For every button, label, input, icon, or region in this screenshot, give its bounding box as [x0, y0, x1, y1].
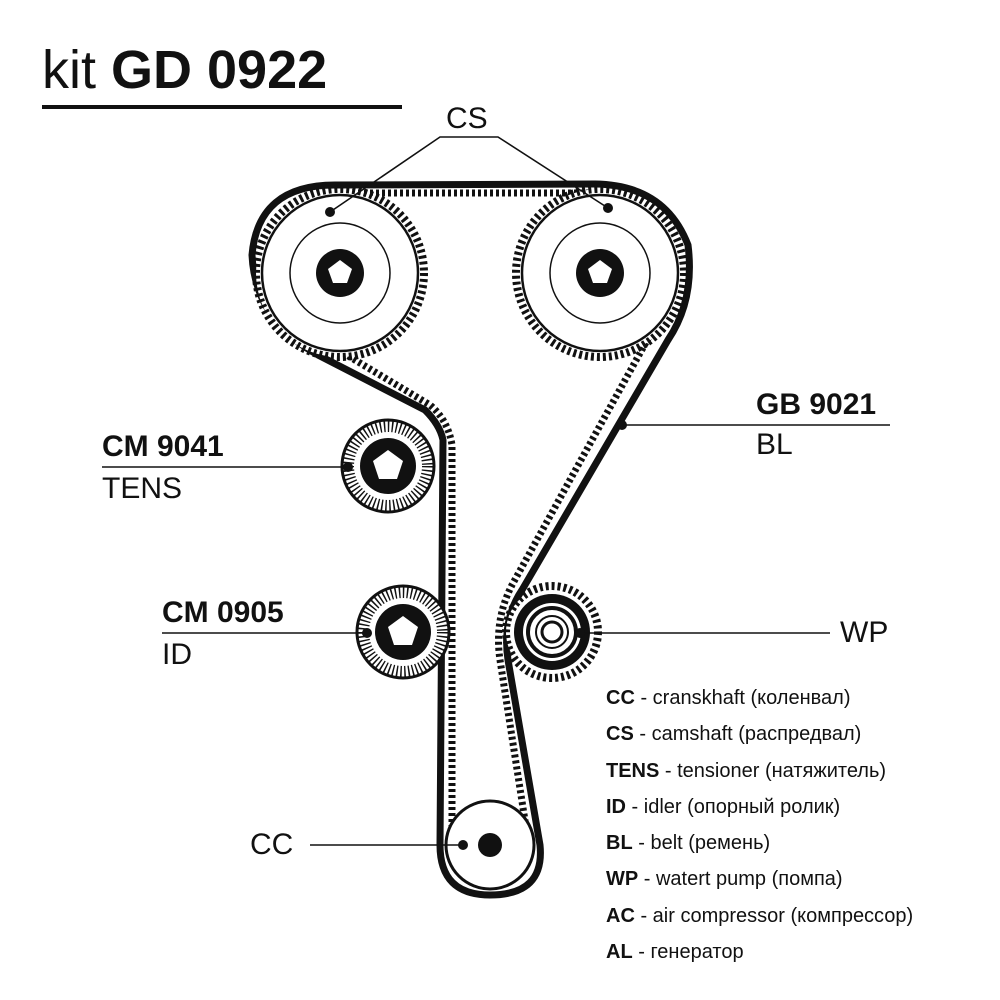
kit-title-prefix: kit — [42, 40, 96, 100]
legend-key: WP — [606, 868, 639, 891]
timing-belt — [248, 180, 693, 899]
legend-text: - idler (опорный ролик) — [626, 795, 841, 818]
kit-title-code: GD 0922 — [111, 40, 328, 100]
legend-item: AC - air compressor (компрессор) — [606, 898, 913, 934]
label-cs: CS — [446, 102, 488, 135]
legend-key: CC — [606, 687, 635, 709]
camshaft-pulley-right — [512, 185, 688, 361]
label-cc: CC — [250, 828, 294, 861]
legend-item: BL - belt (ремень) — [606, 825, 913, 861]
legend-item: ID - idler (опорный ролик) — [606, 789, 913, 825]
legend-text: - camshaft (распредвал) — [633, 723, 862, 746]
leader-dots — [325, 203, 627, 850]
title-underline — [42, 105, 402, 109]
legend-item: CS - camshaft (распредвал) — [606, 716, 913, 752]
label-cm0905-type: ID — [162, 638, 192, 671]
label-gb-type: BL — [756, 428, 793, 461]
legend-item: TENS - tensioner (натяжитель) — [606, 753, 913, 789]
legend-key: ID — [606, 795, 626, 818]
legend-key: BL — [606, 832, 633, 855]
legend-text: - генератор — [632, 941, 744, 964]
label-cm9041-type: TENS — [102, 472, 183, 505]
label-wp: WP — [840, 616, 889, 649]
camshaft-pulley-left — [252, 185, 428, 361]
legend-text: - belt (ремень) — [632, 832, 771, 855]
leader-lines — [102, 136, 890, 846]
label-cm0905-code: CM 0905 — [162, 596, 284, 629]
legend-item: CC - cranskhaft (коленвал) — [606, 680, 913, 716]
legend-item: WP - watert pump (помпа) — [606, 861, 913, 897]
legend-text: - watert pump (помпа) — [638, 868, 843, 891]
label-gb-code: GB 9021 — [756, 388, 877, 421]
legend-item: AL - генератор — [606, 934, 913, 970]
abbreviation-legend: CC - cranskhaft (коленвал) CS - camshaft… — [606, 680, 913, 970]
label-cm9041-code: CM 9041 — [102, 430, 224, 463]
legend-key: CS — [606, 723, 634, 746]
legend-key: AC — [606, 904, 635, 927]
kit-title: kit GD 0922 — [42, 38, 327, 102]
water-pump-pulley — [502, 582, 602, 682]
legend-key: TENS — [606, 759, 660, 782]
legend-text: - tensioner (натяжитель) — [659, 759, 887, 782]
legend-key: AL — [606, 941, 633, 964]
tensioner-pulley — [340, 418, 436, 514]
idler-pulley — [355, 584, 451, 680]
legend-text: - air compressor (компрессор) — [634, 904, 914, 927]
legend-text: - cranskhaft (коленвал) — [634, 687, 851, 709]
